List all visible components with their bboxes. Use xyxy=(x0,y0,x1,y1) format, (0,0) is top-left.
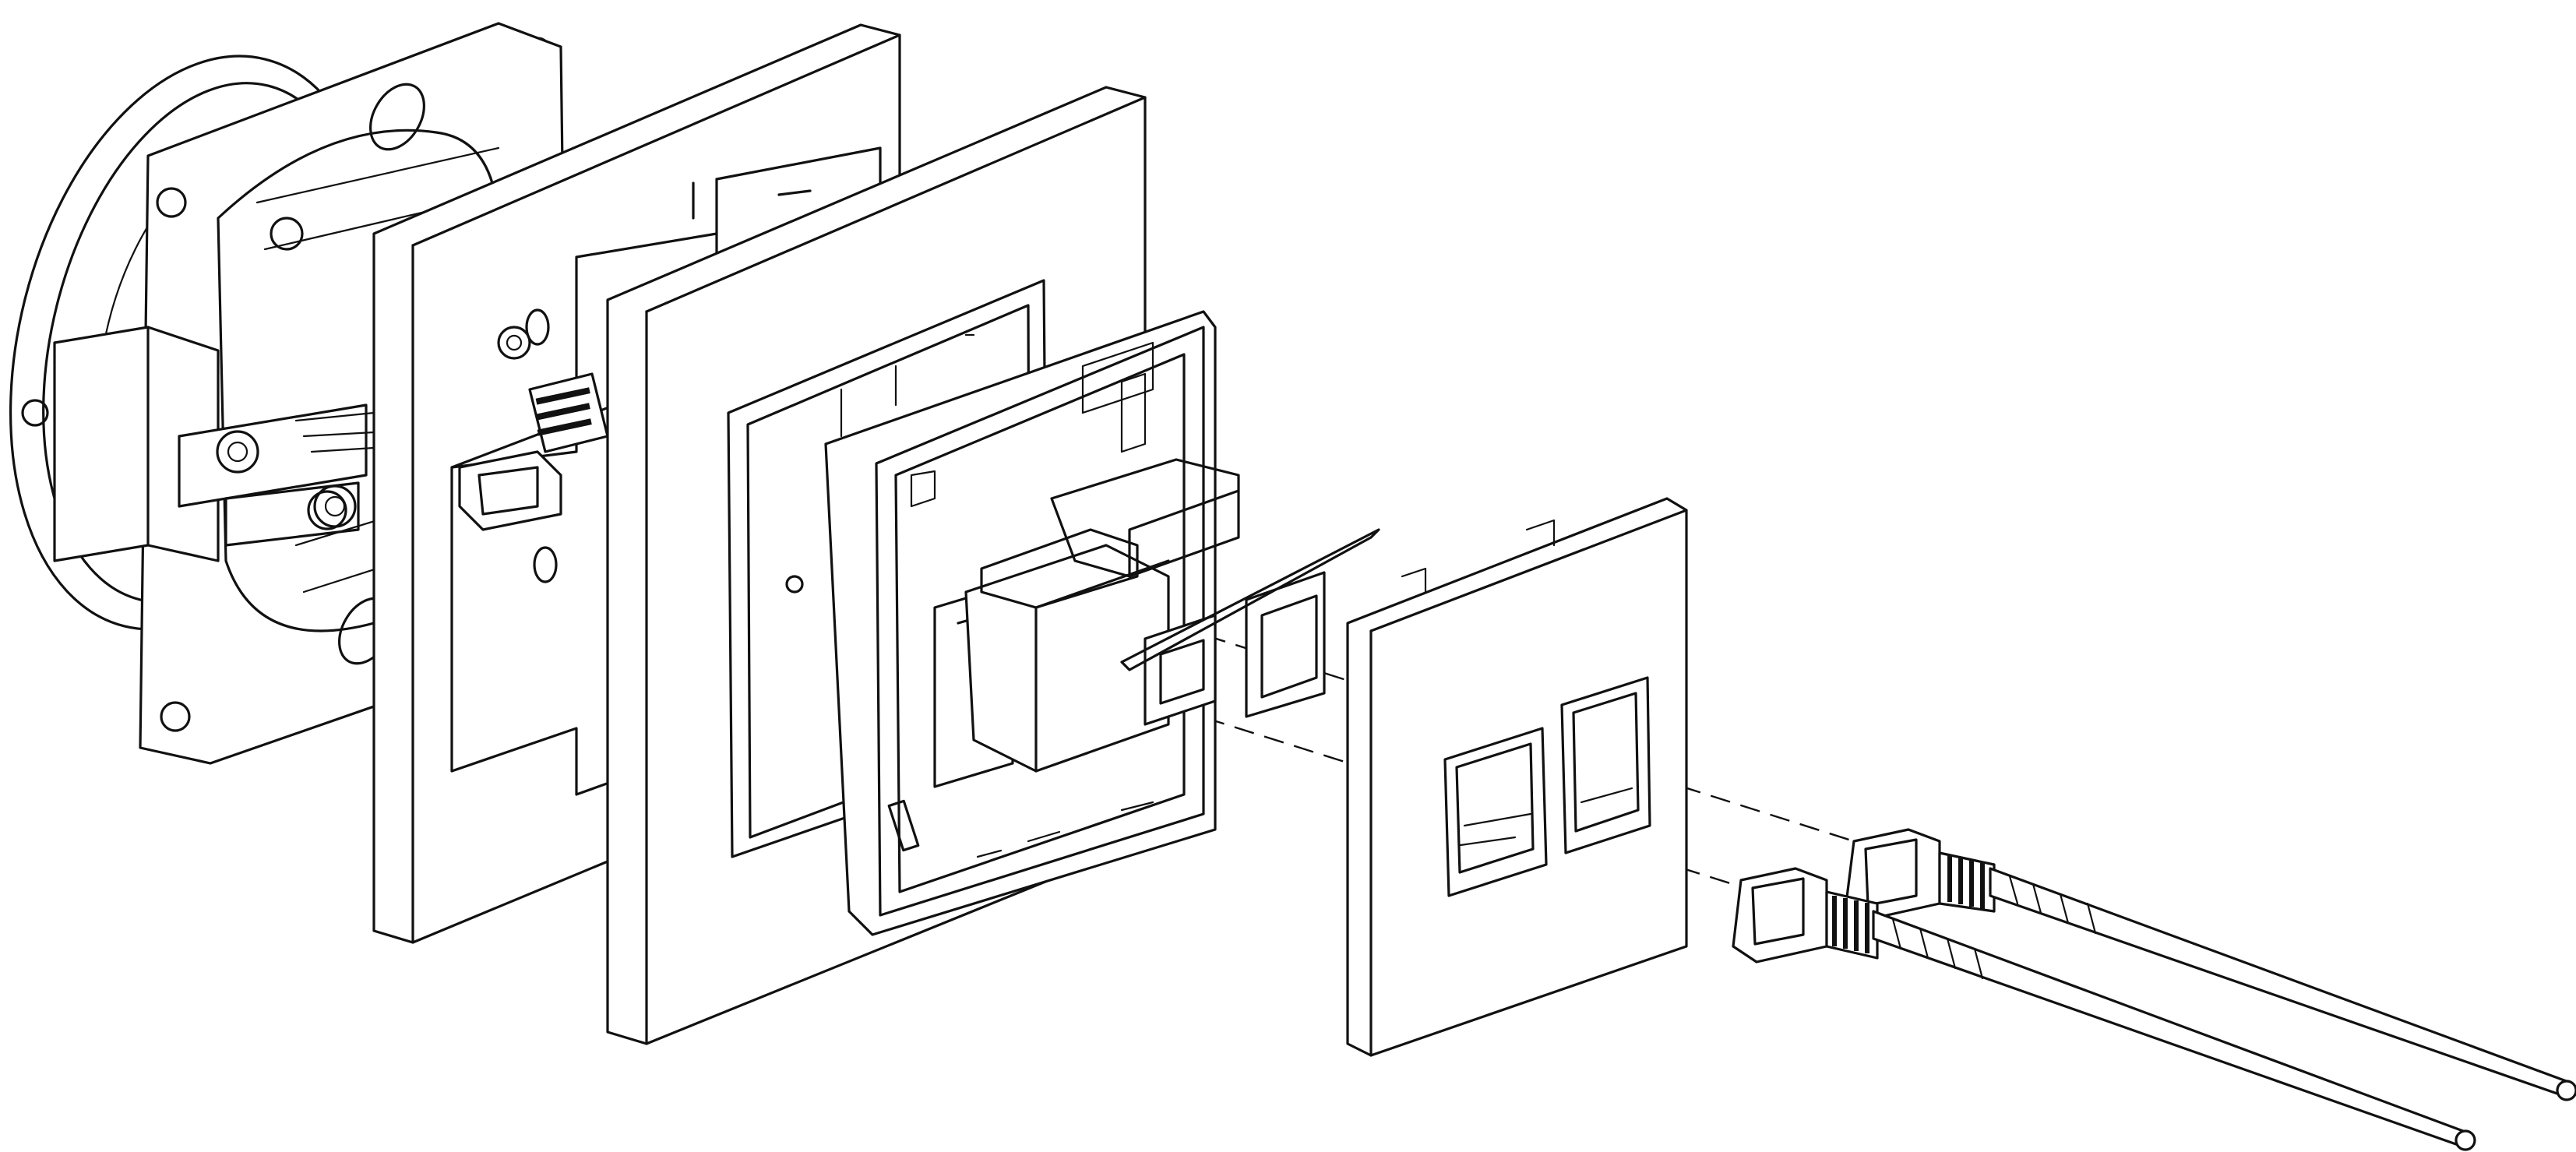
fiber-connector-lower xyxy=(1732,867,2476,1151)
cover-plate xyxy=(1346,497,1688,1057)
lower-connector-ribs xyxy=(1832,896,1869,953)
frame-connector-ribs xyxy=(535,387,592,436)
upper-connector-ribs xyxy=(1947,855,1985,909)
connector-module xyxy=(824,310,1380,936)
fiber-connector-upper xyxy=(1845,828,2576,1101)
